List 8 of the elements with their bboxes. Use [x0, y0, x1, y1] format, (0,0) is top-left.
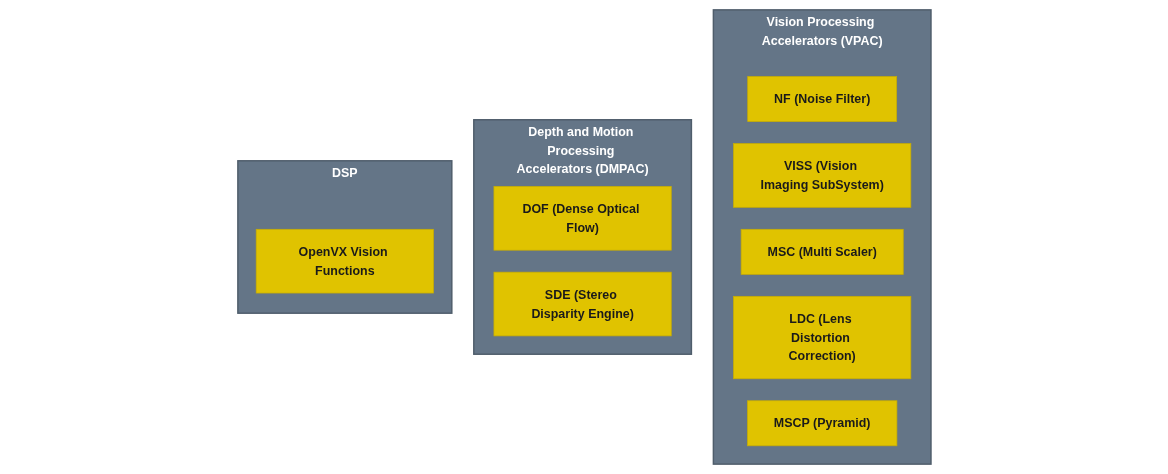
node-box: MSC (Multi Scaler) — [740, 228, 904, 275]
node-box: LDC (Lens Distortion Correction) — [732, 295, 911, 380]
node-box: DOF (Dense Optical Flow) — [493, 186, 672, 251]
node-box: VISS (Vision Imaging SubSystem) — [732, 143, 911, 208]
node-box: SDE (Stereo Disparity Engine) — [493, 271, 672, 337]
node-box: MSCP (Pyramid) — [746, 400, 897, 447]
node-box: NF (Noise Filter) — [746, 76, 897, 122]
node-box: OpenVX Vision Functions — [255, 228, 434, 294]
